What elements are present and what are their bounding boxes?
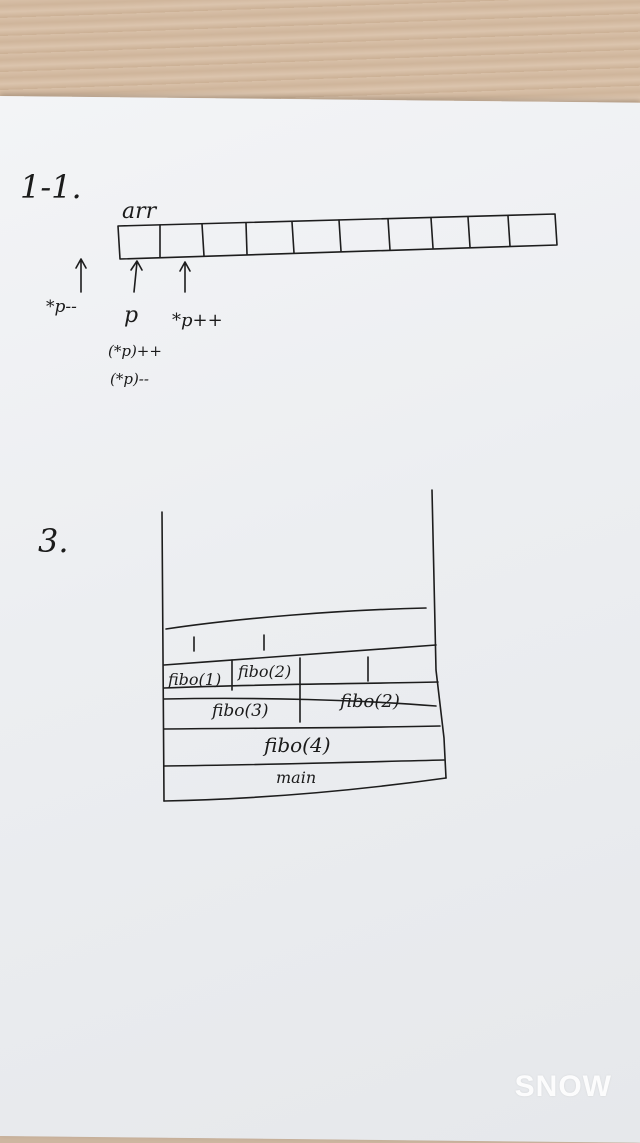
pointer-right-label: *p++ <box>172 310 223 331</box>
snow-watermark: SNOW <box>514 1070 612 1103</box>
section-1-number: 1-1. <box>20 168 82 206</box>
frame-fibo-1: fibo(1) <box>167 670 221 689</box>
wooden-desk-background <box>0 0 640 110</box>
pointer-arrows <box>75 258 191 293</box>
array-boxes <box>117 213 558 260</box>
pointer-center-note-2: (*p)-- <box>110 370 149 388</box>
frame-fibo-4: fibo(4) <box>262 733 331 757</box>
frame-fibo-2-right: fibo(2) <box>338 691 400 712</box>
pointer-center-label: p <box>124 303 138 328</box>
pointer-left-label: *p-- <box>46 297 77 317</box>
pointer-center-note-1: (*p)++ <box>108 342 162 360</box>
frame-fibo-3: fibo(3) <box>210 701 269 721</box>
frame-main: main <box>276 768 316 787</box>
section-3-number: 3. <box>38 522 69 560</box>
frame-labels: fibo(1) fibo(2) fibo(3) fibo(2) fibo(4) … <box>167 662 400 787</box>
call-stack-diagram <box>161 489 447 802</box>
frame-fibo-2-top: fibo(2) <box>237 662 291 681</box>
array-label: arr <box>122 199 158 224</box>
